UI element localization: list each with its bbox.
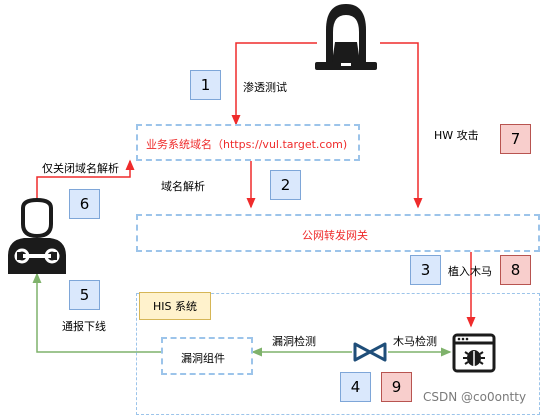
close-dns-label: 仅关闭域名解析 [42,162,119,175]
valve-icon [353,342,387,362]
step-5-badge: 5 [69,280,100,310]
trojan-scan-label: 木马检测 [393,335,437,348]
implant-label: 植入木马 [448,265,492,278]
step-8-badge: 8 [500,255,531,285]
vuln-scan-label: 漏洞检测 [272,335,316,348]
step-9-badge: 9 [381,372,412,402]
step-7-badge: 7 [500,124,531,154]
hw-attack-label: HW 攻击 [434,129,479,142]
domain-box: 业务系统域名（https://vul.target.com) [136,124,360,161]
vuln-component-label: 漏洞组件 [181,352,225,365]
pentest-label: 渗透测试 [243,81,287,94]
arrow-pentest [231,42,317,126]
arrow-report [32,272,161,353]
step-4-badge: 4 [340,372,371,402]
step-6-badge: 6 [69,189,100,219]
his-zone [136,293,540,415]
admin-icon [8,198,66,274]
domain-label: 业务系统域名（https://vul.target.com) [146,138,348,151]
gateway-label: 公网转发网关 [302,229,368,242]
arrow-close-dns [36,159,135,198]
watermark: CSDN @co0ontty [423,390,527,404]
step-1-badge: 1 [190,70,221,100]
step-2-badge: 2 [270,170,301,200]
step-3-badge: 3 [410,255,441,285]
arrow-hw-attack [380,42,423,209]
bug-window-icon [452,333,496,373]
dns-label: 域名解析 [161,180,205,193]
his-system-tag: HIS 系统 [139,292,211,320]
vuln-component-box: 漏洞组件 [161,337,253,375]
hacker-icon [315,4,377,70]
report-label: 通报下线 [62,320,106,333]
gateway-box: 公网转发网关 [136,214,540,252]
